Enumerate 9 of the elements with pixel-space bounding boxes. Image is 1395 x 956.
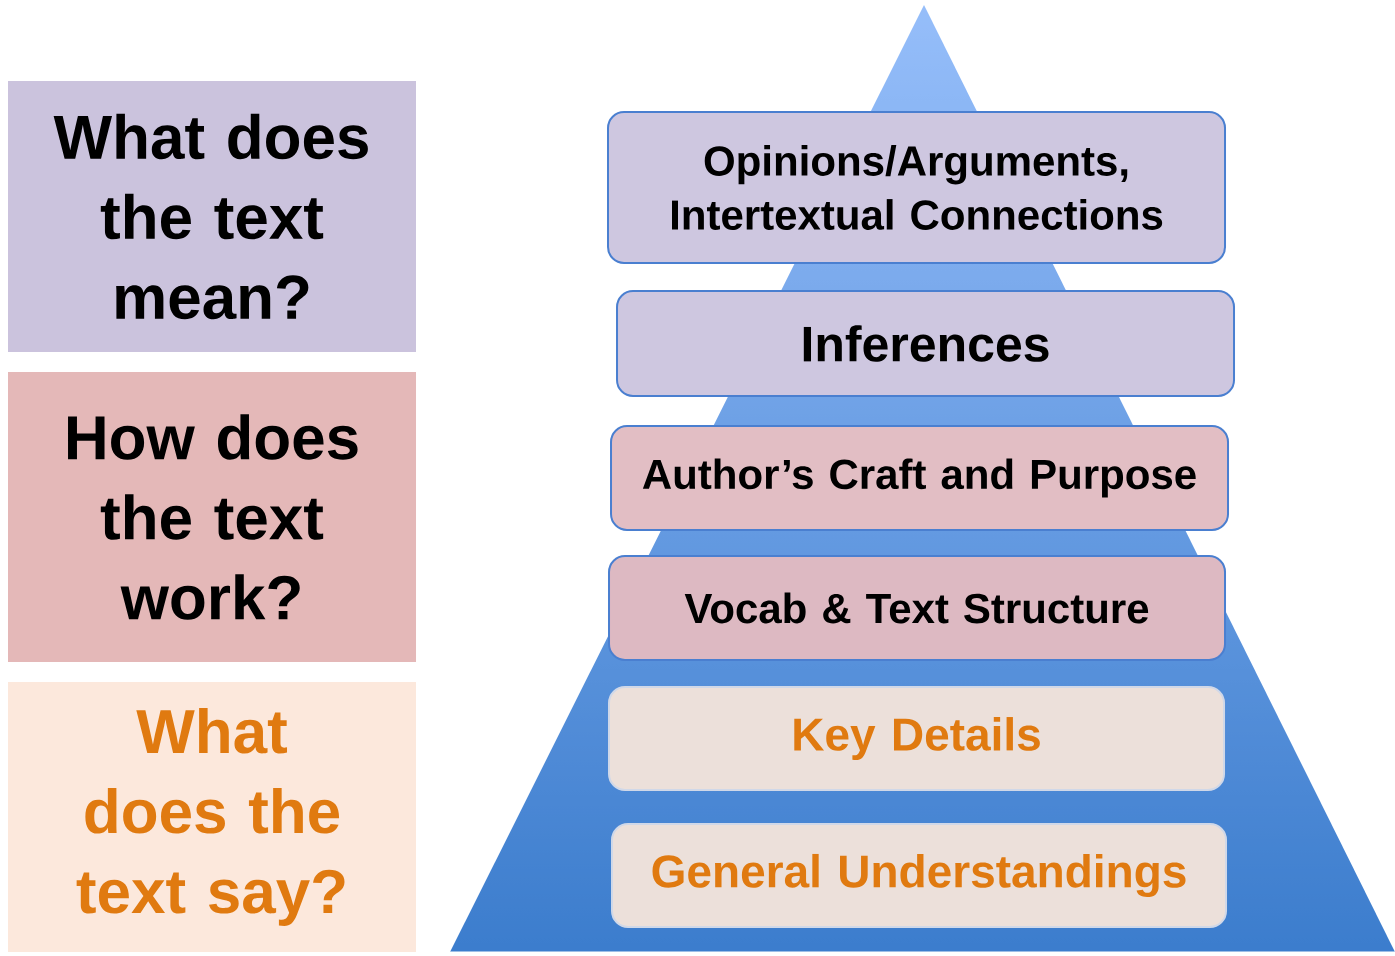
level-box: Author’s Craft and Purpose xyxy=(610,425,1229,531)
level-box: Inferences xyxy=(616,290,1235,397)
question-box: How does the text work? xyxy=(8,372,416,662)
level-box: Opinions/Arguments, Intertextual Connections xyxy=(607,111,1226,264)
question-box: What does the text say? xyxy=(8,682,416,952)
question-box: What does the text mean? xyxy=(8,81,416,352)
level-box: General Understandings xyxy=(611,823,1227,928)
level-box: Vocab & Text Structure xyxy=(608,555,1226,661)
level-box: Key Details xyxy=(608,686,1225,791)
